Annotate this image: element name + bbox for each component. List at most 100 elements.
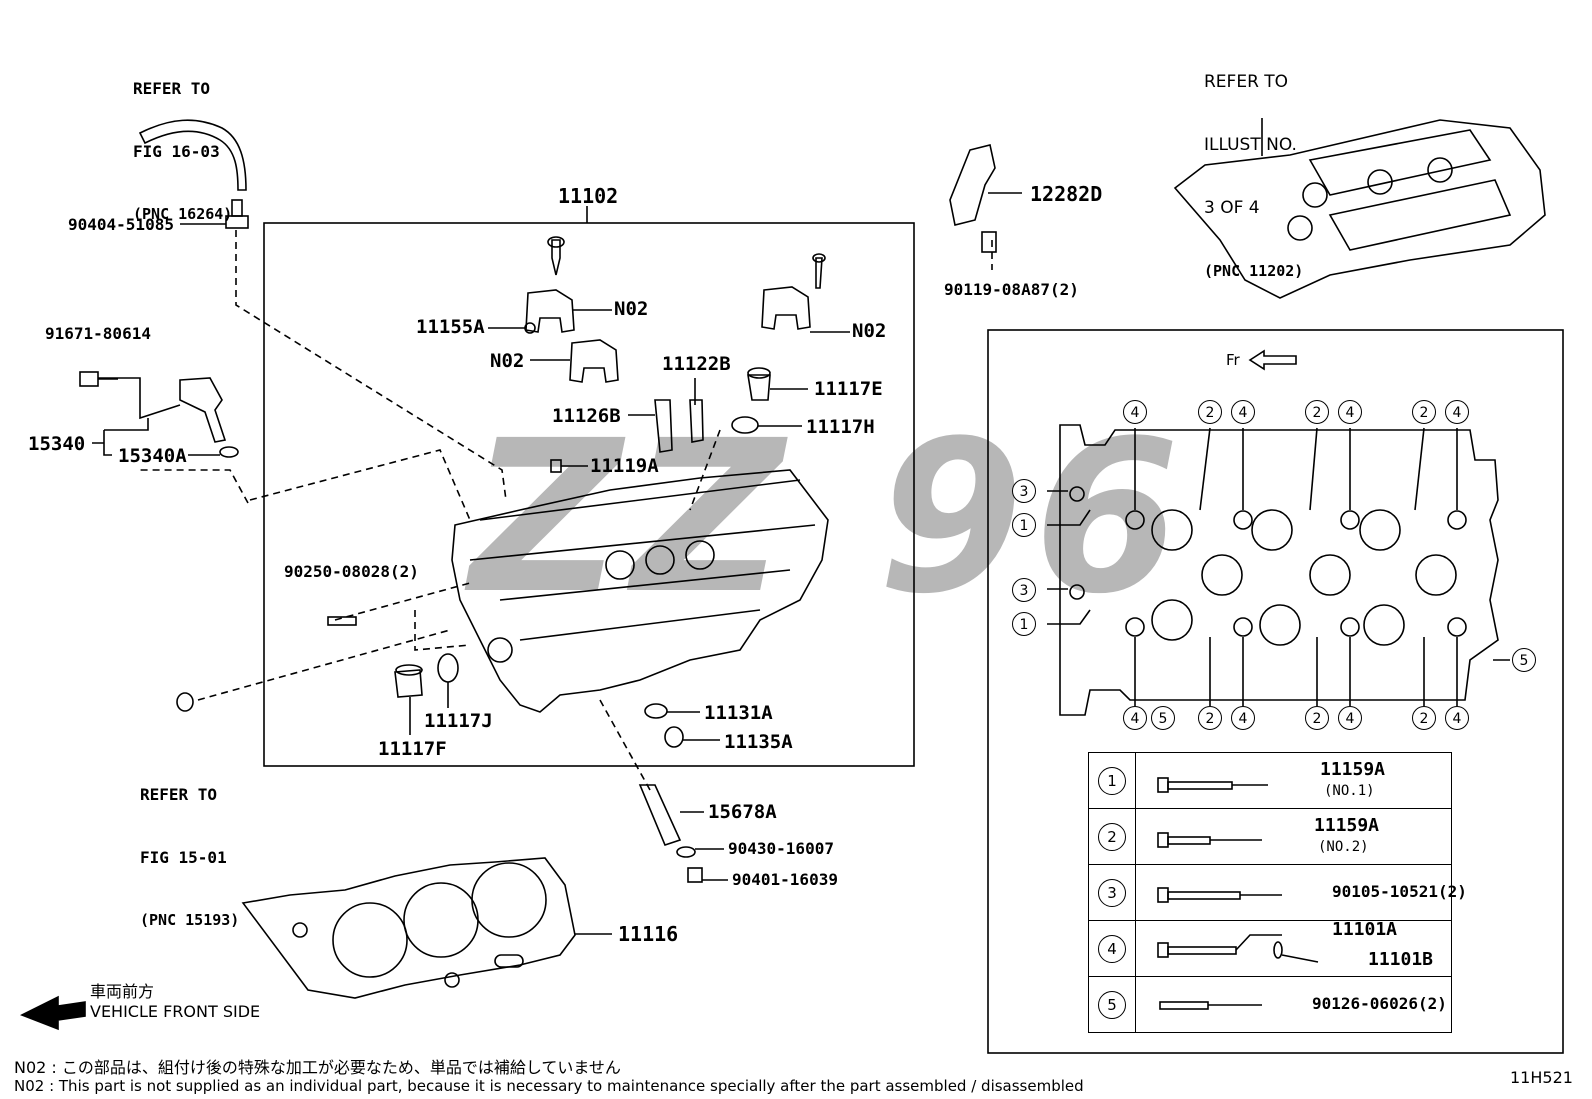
watermark: ZZ 96	[470, 395, 1190, 640]
legend-number: 3	[1098, 878, 1126, 907]
part-90430-16007[interactable]: 90430-16007	[728, 839, 834, 858]
ref-line: REFER TO	[140, 785, 218, 804]
legend-part-cell[interactable]: 90126-06026(2)	[1135, 976, 1452, 1033]
part-11117E[interactable]: 11117E	[814, 378, 883, 400]
legend-row: 4 11101A 11101B	[1088, 919, 1452, 977]
ref-fig-16-03: REFER TO FIG 16-03 (PNC 16264)	[133, 36, 232, 246]
ref-line: REFER TO	[133, 79, 211, 98]
legend-num-cell: 4	[1088, 920, 1136, 977]
legend-part[interactable]: 11159A	[1320, 759, 1386, 780]
front-arrow	[20, 995, 86, 1031]
bolt-layout-head	[1059, 424, 1499, 716]
part-12282D[interactable]: 12282D	[1030, 182, 1103, 206]
legend-num-cell: 3	[1088, 864, 1136, 921]
bolt-number-bottom: 4	[1445, 706, 1469, 730]
bolt-number-bottom: 4	[1338, 706, 1362, 730]
bolt-number-top: 4	[1445, 400, 1469, 424]
bolt-number-bottom: 2	[1412, 706, 1436, 730]
legend-row: 2 11159A (NO.2)	[1088, 808, 1452, 865]
bolt-number-top: 2	[1305, 400, 1329, 424]
part-11102[interactable]: 11102	[558, 184, 619, 208]
part-11122B[interactable]: 11122B	[662, 353, 731, 375]
ref-line: FIG 16-03	[133, 142, 220, 161]
bolt-number-top: 2	[1412, 400, 1436, 424]
part-90119-08A87[interactable]: 90119-08A87(2)	[944, 280, 1079, 299]
ref-illust-3-of-4: REFER TO ILLUST NO. 3 OF 4 (PNC 11202)	[1204, 30, 1303, 303]
bolt-number-left: 3	[1012, 578, 1036, 602]
bolt-diagram-box	[987, 329, 1564, 1054]
part-11126B[interactable]: 11126B	[552, 405, 621, 427]
part-11155A[interactable]: 11155A	[416, 316, 485, 338]
legend-num-cell: 2	[1088, 808, 1136, 865]
head-cover-shape	[1173, 119, 1546, 299]
legend-row: 5 90126-06026(2)	[1088, 976, 1452, 1033]
legend-num-cell: 5	[1088, 976, 1136, 1033]
part-11119A[interactable]: 11119A	[590, 455, 659, 477]
bolt-number-top: 2	[1198, 400, 1222, 424]
legend-part-cell[interactable]: 11159A (NO.1)	[1135, 752, 1452, 809]
bolt-number-left: 3	[1012, 479, 1036, 503]
part-11135A[interactable]: 11135A	[724, 731, 793, 753]
bolt-number-bottom: 2	[1198, 706, 1222, 730]
front-en-label: VEHICLE FRONT SIDE	[90, 1002, 261, 1021]
legend-part-cell[interactable]: 90105-10521(2)	[1135, 864, 1467, 921]
hose-shape	[138, 119, 247, 191]
bolt-number-top: 4	[1338, 400, 1362, 424]
part-90401-16039[interactable]: 90401-16039	[732, 870, 838, 889]
legend-number: 1	[1098, 766, 1126, 795]
bolt-number-left: 1	[1012, 513, 1036, 537]
part-15340A[interactable]: 15340A	[118, 445, 187, 467]
legend-number: 2	[1098, 822, 1126, 851]
bolt-number-bottom: 2	[1305, 706, 1329, 730]
part-91671-80614[interactable]: 91671-80614	[45, 324, 151, 343]
part-n02-cap3[interactable]: N02	[852, 320, 887, 342]
part-11131A[interactable]: 11131A	[704, 702, 773, 724]
legend-part-cell[interactable]: 11159A (NO.2)	[1135, 808, 1452, 865]
part-n02-cap2[interactable]: N02	[490, 350, 525, 372]
bolt-number-bottom: 5	[1151, 706, 1175, 730]
legend-number: 4	[1098, 934, 1126, 963]
part-11117J[interactable]: 11117J	[424, 710, 493, 732]
legend-row: 1 11159A (NO.1)	[1088, 752, 1452, 809]
legend-number: 5	[1098, 990, 1126, 1019]
part-11117F[interactable]: 11117F	[378, 738, 447, 760]
legend-sub: (NO.2)	[1318, 839, 1369, 855]
legend-sub: (NO.1)	[1324, 783, 1375, 799]
bolt-number-bottom: 4	[1231, 706, 1255, 730]
fr-label: Fr	[1226, 351, 1240, 369]
part-n02-cap1[interactable]: N02	[614, 298, 649, 320]
ref-line: (PNC 11202)	[1204, 262, 1304, 280]
front-jp-label: 車両前方	[90, 982, 155, 1001]
bolt-legend-table: 1 11159A (NO.1) 2 11159A (NO.2) 3 90105-…	[1088, 752, 1467, 1033]
ref-line: (PNC 15193)	[140, 911, 240, 929]
legend-part-cell[interactable]: 11101A 11101B	[1135, 919, 1452, 977]
figure-code: 11H521	[1510, 1068, 1573, 1087]
legend-row: 3 90105-10521(2)	[1088, 864, 1467, 921]
bolt-number-top: 4	[1231, 400, 1255, 424]
cylinder-head-shape	[451, 469, 829, 713]
note-en: N02 : This part is not supplied as an in…	[14, 1077, 1084, 1095]
legend-part[interactable]: 90126-06026(2)	[1312, 994, 1447, 1013]
part-15678A[interactable]: 15678A	[708, 801, 777, 823]
part-90250-08028[interactable]: 90250-08028(2)	[284, 562, 419, 581]
bolt-number-left: 1	[1012, 612, 1036, 636]
part-90404-51085[interactable]: 90404-51085	[68, 215, 174, 234]
head-gasket-shape	[241, 857, 576, 999]
legend-part[interactable]: 11159A	[1314, 815, 1380, 836]
ref-line: FIG 15-01	[140, 848, 227, 867]
ref-line: 3 OF 4	[1204, 198, 1260, 218]
part-11116[interactable]: 11116	[618, 922, 679, 946]
part-11117H[interactable]: 11117H	[806, 416, 875, 438]
ref-line: ILLUST NO.	[1204, 135, 1297, 155]
legend-part[interactable]: 11101B	[1368, 949, 1434, 970]
legend-num-cell: 1	[1088, 752, 1136, 809]
ref-fig-15-01: REFER TO FIG 15-01 (PNC 15193)	[140, 742, 239, 952]
part-15340[interactable]: 15340	[28, 433, 86, 455]
fr-arrow	[1248, 349, 1297, 371]
legend-part[interactable]: 11101A	[1332, 919, 1398, 940]
bolt-number-right: 5	[1512, 648, 1536, 672]
legend-part[interactable]: 90105-10521(2)	[1332, 882, 1467, 901]
ref-line: (PNC 16264)	[133, 205, 233, 223]
bolt-number-bottom: 4	[1123, 706, 1147, 730]
